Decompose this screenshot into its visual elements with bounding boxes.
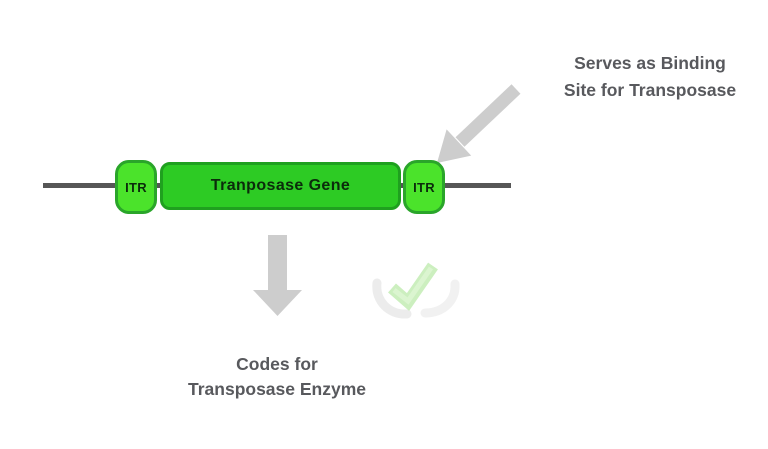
transposase-gene-box: Tranposase Gene [160,162,401,210]
binding-site-annotation: Serves as Binding Site for Transposase [520,50,768,104]
down-arrow-icon [253,235,302,316]
codes-for-annotation: Codes for Transposase Enzyme [147,352,407,402]
checkmark-watermark-icon [372,262,460,319]
left-itr-label: ITR [125,179,147,195]
codes-annotation-line-1: Codes for [236,354,318,374]
binding-annotation-line-1: Serves as Binding [574,53,726,73]
diagonal-arrow-icon [437,84,521,163]
binding-annotation-line-2: Site for Transposase [563,80,737,100]
right-itr-label: ITR [413,179,435,195]
transposase-gene-label: Tranposase Gene [210,177,351,194]
right-itr-box: ITR [403,160,445,214]
codes-annotation-line-2: Transposase Enzyme [188,379,366,399]
left-itr-box: ITR [115,160,157,214]
